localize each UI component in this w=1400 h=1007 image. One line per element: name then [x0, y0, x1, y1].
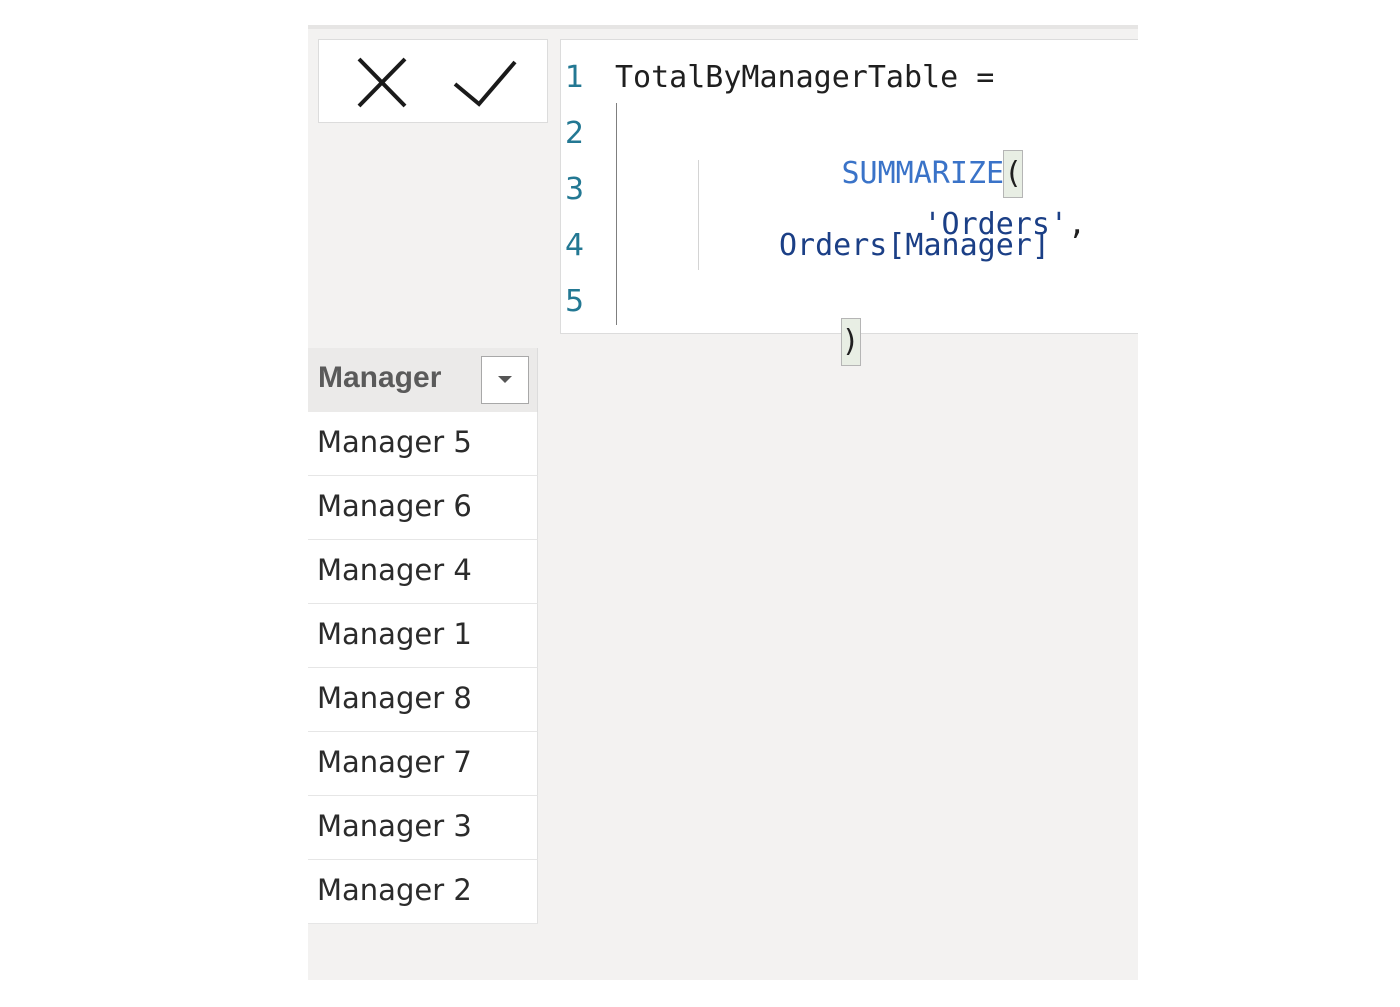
line-number: 3	[565, 172, 585, 207]
code-line-5: 5 )	[561, 284, 1139, 366]
code-line-2: 2 SUMMARIZE(	[561, 116, 1139, 198]
formula-editor[interactable]: 1 TotalByManagerTable = 2 SUMMARIZE( 3 '…	[560, 39, 1139, 366]
column-header-manager[interactable]: Manager	[308, 348, 538, 412]
manager-cell: Manager 8	[317, 681, 472, 715]
table-row[interactable]: Manager 7	[308, 732, 538, 796]
table-row[interactable]: Manager 4	[308, 540, 538, 604]
report-canvas: 1 TotalByManagerTable = 2 SUMMARIZE( 3 '…	[308, 25, 1138, 980]
column-ref-token: Orders[Manager]	[779, 228, 1050, 263]
comma-token: ,	[1068, 207, 1087, 242]
code-line-3: 3 'Orders',	[561, 172, 1139, 242]
table-row[interactable]: Manager 3	[308, 796, 538, 860]
cancel-formula-button[interactable]	[355, 56, 411, 110]
line-number: 4	[565, 228, 585, 263]
table-body: Manager 5 Manager 6 Manager 4 Manager 1 Mana…	[308, 412, 538, 924]
code-line-1: 1 TotalByManagerTable =	[561, 60, 1139, 110]
formula-actions	[318, 39, 548, 123]
manager-cell: Manager 6	[317, 489, 472, 523]
line-number: 5	[565, 284, 585, 319]
table-row[interactable]: Manager 1	[308, 604, 538, 668]
table-name-token: TotalByManagerTable =	[615, 60, 995, 95]
function-token: SUMMARIZE	[841, 156, 1005, 191]
manager-cell: Manager 3	[317, 809, 472, 843]
table-row[interactable]: Manager 2	[308, 860, 538, 924]
line-number: 1	[565, 60, 585, 95]
open-paren-token: (	[1003, 150, 1024, 198]
line-number: 2	[565, 116, 585, 151]
manager-cell: Manager 5	[317, 425, 472, 459]
checkmark-icon	[453, 60, 517, 107]
code-line-4: 4 Orders[Manager]	[561, 228, 1139, 278]
close-icon	[357, 57, 407, 108]
manager-cell: Manager 1	[317, 617, 472, 651]
table-row[interactable]: Manager 5	[308, 412, 538, 476]
top-divider	[308, 25, 1138, 29]
manager-cell: Manager 4	[317, 553, 472, 587]
dropdown-arrow-icon	[498, 376, 512, 383]
commit-formula-button[interactable]	[453, 56, 517, 110]
indent-guide-inner	[698, 160, 699, 270]
column-header-label: Manager	[318, 361, 442, 394]
manager-cell: Manager 7	[317, 745, 472, 779]
table-row[interactable]: Manager 8	[308, 668, 538, 732]
indent-guide	[616, 103, 617, 325]
string-token: 'Orders'	[923, 207, 1069, 242]
manager-cell: Manager 2	[317, 873, 472, 907]
close-paren-token: )	[840, 318, 861, 366]
table-row[interactable]: Manager 6	[308, 476, 538, 540]
column-filter-button[interactable]	[481, 356, 529, 404]
